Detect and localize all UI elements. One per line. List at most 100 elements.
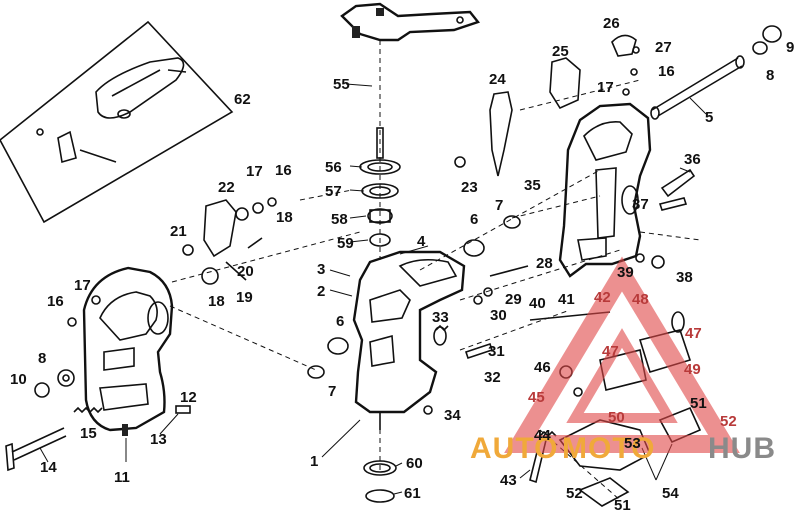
leader-lines bbox=[39, 83, 707, 495]
callout-62: 62 bbox=[234, 91, 251, 108]
washer-29 bbox=[483, 287, 493, 297]
callout-43: 43 bbox=[500, 472, 517, 489]
lever-bracket-22 bbox=[182, 197, 277, 285]
tilt-tube bbox=[650, 55, 745, 120]
right-clamp-bracket bbox=[558, 102, 652, 278]
pin-31 bbox=[464, 342, 494, 360]
callout-53: 53 bbox=[624, 435, 641, 452]
spring-15 bbox=[73, 406, 103, 414]
swivel-bracket bbox=[352, 250, 466, 430]
callout-15: 15 bbox=[80, 425, 97, 442]
callout-58: 58 bbox=[331, 211, 348, 228]
callout-33: 33 bbox=[432, 309, 449, 326]
seal-60-inner bbox=[369, 463, 391, 473]
callout-50: 50 bbox=[608, 409, 625, 426]
callout-48: 48 bbox=[632, 291, 649, 308]
callout-17: 17 bbox=[597, 79, 614, 96]
callout-54: 54 bbox=[662, 485, 679, 502]
callout-16: 16 bbox=[47, 293, 64, 310]
bolt-39 bbox=[635, 253, 645, 263]
callout-8: 8 bbox=[38, 350, 46, 367]
callout-26: 26 bbox=[603, 15, 620, 32]
nut-9 bbox=[762, 25, 782, 43]
bolt-28 bbox=[489, 265, 529, 277]
top-steering-plate bbox=[340, 2, 481, 42]
bolt-14 bbox=[5, 427, 67, 472]
callout-17: 17 bbox=[246, 163, 263, 180]
callout-29: 29 bbox=[505, 291, 522, 308]
callout-34: 34 bbox=[444, 407, 461, 424]
callout-57: 57 bbox=[325, 183, 342, 200]
callout-25: 25 bbox=[552, 43, 569, 60]
callout-51: 51 bbox=[690, 395, 707, 412]
watermark-triangle-inner bbox=[566, 328, 678, 423]
callout-42: 42 bbox=[594, 289, 611, 306]
callout-51: 51 bbox=[614, 497, 631, 510]
callout-19: 19 bbox=[236, 289, 253, 306]
callout-38: 38 bbox=[676, 269, 693, 286]
small-hardware-left bbox=[34, 295, 191, 414]
callout-13: 13 bbox=[150, 431, 167, 448]
callout-47: 47 bbox=[602, 343, 619, 360]
pin-37 bbox=[658, 197, 688, 211]
callout-46: 46 bbox=[534, 359, 551, 376]
callout-9: 9 bbox=[786, 39, 794, 56]
callout-35: 35 bbox=[524, 177, 541, 194]
callout-11: 11 bbox=[114, 469, 130, 486]
callout-28: 28 bbox=[536, 255, 553, 272]
callout-4: 4 bbox=[417, 233, 426, 250]
callout-27: 27 bbox=[655, 39, 672, 56]
washer-6-right bbox=[463, 239, 485, 257]
callout-8: 8 bbox=[766, 67, 774, 84]
callout-32: 32 bbox=[484, 369, 501, 386]
washer-8-right bbox=[752, 41, 768, 55]
callout-22: 22 bbox=[218, 179, 235, 196]
spring-38 bbox=[651, 255, 665, 269]
nut-34 bbox=[423, 405, 433, 415]
callout-55: 55 bbox=[333, 76, 350, 93]
callout-52: 52 bbox=[566, 485, 583, 502]
callout-47: 47 bbox=[685, 325, 702, 342]
left-clamp-bracket bbox=[82, 266, 174, 436]
callout-5: 5 bbox=[705, 109, 713, 126]
callout-6: 6 bbox=[470, 211, 478, 228]
callout-61: 61 bbox=[404, 485, 421, 502]
callout-18: 18 bbox=[276, 209, 293, 226]
callout-49: 49 bbox=[684, 361, 701, 378]
callout-1: 1 bbox=[310, 453, 318, 470]
seal-60 bbox=[363, 460, 397, 476]
tilt-lever bbox=[489, 34, 640, 177]
callout-31: 31 bbox=[488, 343, 505, 360]
callout-24: 24 bbox=[489, 71, 506, 88]
callout-52: 52 bbox=[720, 413, 737, 430]
callout-40: 40 bbox=[529, 295, 546, 312]
callout-7: 7 bbox=[495, 197, 503, 214]
bushing-7-left bbox=[307, 365, 325, 379]
callout-labels: 1 2 3 4 5 6 6 7 7 8 8 9 10 11 12 13 14 1… bbox=[10, 15, 794, 510]
watermark-triangle bbox=[504, 256, 740, 453]
callout-16: 16 bbox=[658, 63, 675, 80]
callout-17: 17 bbox=[74, 277, 91, 294]
ring-61 bbox=[365, 489, 395, 503]
callout-12: 12 bbox=[180, 389, 197, 406]
callout-41: 41 bbox=[558, 291, 575, 308]
callout-59: 59 bbox=[337, 235, 354, 252]
callout-36: 36 bbox=[684, 151, 701, 168]
spring-33 bbox=[435, 324, 449, 332]
callout-45: 45 bbox=[528, 389, 545, 406]
bushing-7-right bbox=[503, 215, 521, 229]
callout-39: 39 bbox=[617, 264, 634, 281]
washer-6-left bbox=[327, 337, 349, 355]
callout-16: 16 bbox=[275, 162, 292, 179]
callout-18: 18 bbox=[208, 293, 225, 310]
callout-37: 37 bbox=[632, 196, 649, 213]
watermark-logo bbox=[504, 256, 740, 453]
callout-14: 14 bbox=[40, 459, 57, 476]
callout-56: 56 bbox=[325, 159, 342, 176]
callout-44: 44 bbox=[534, 427, 551, 444]
pin-23 bbox=[454, 156, 466, 168]
callout-23: 23 bbox=[461, 179, 478, 196]
callout-30: 30 bbox=[490, 307, 507, 324]
watermark-text-hub: HUB bbox=[708, 432, 776, 465]
